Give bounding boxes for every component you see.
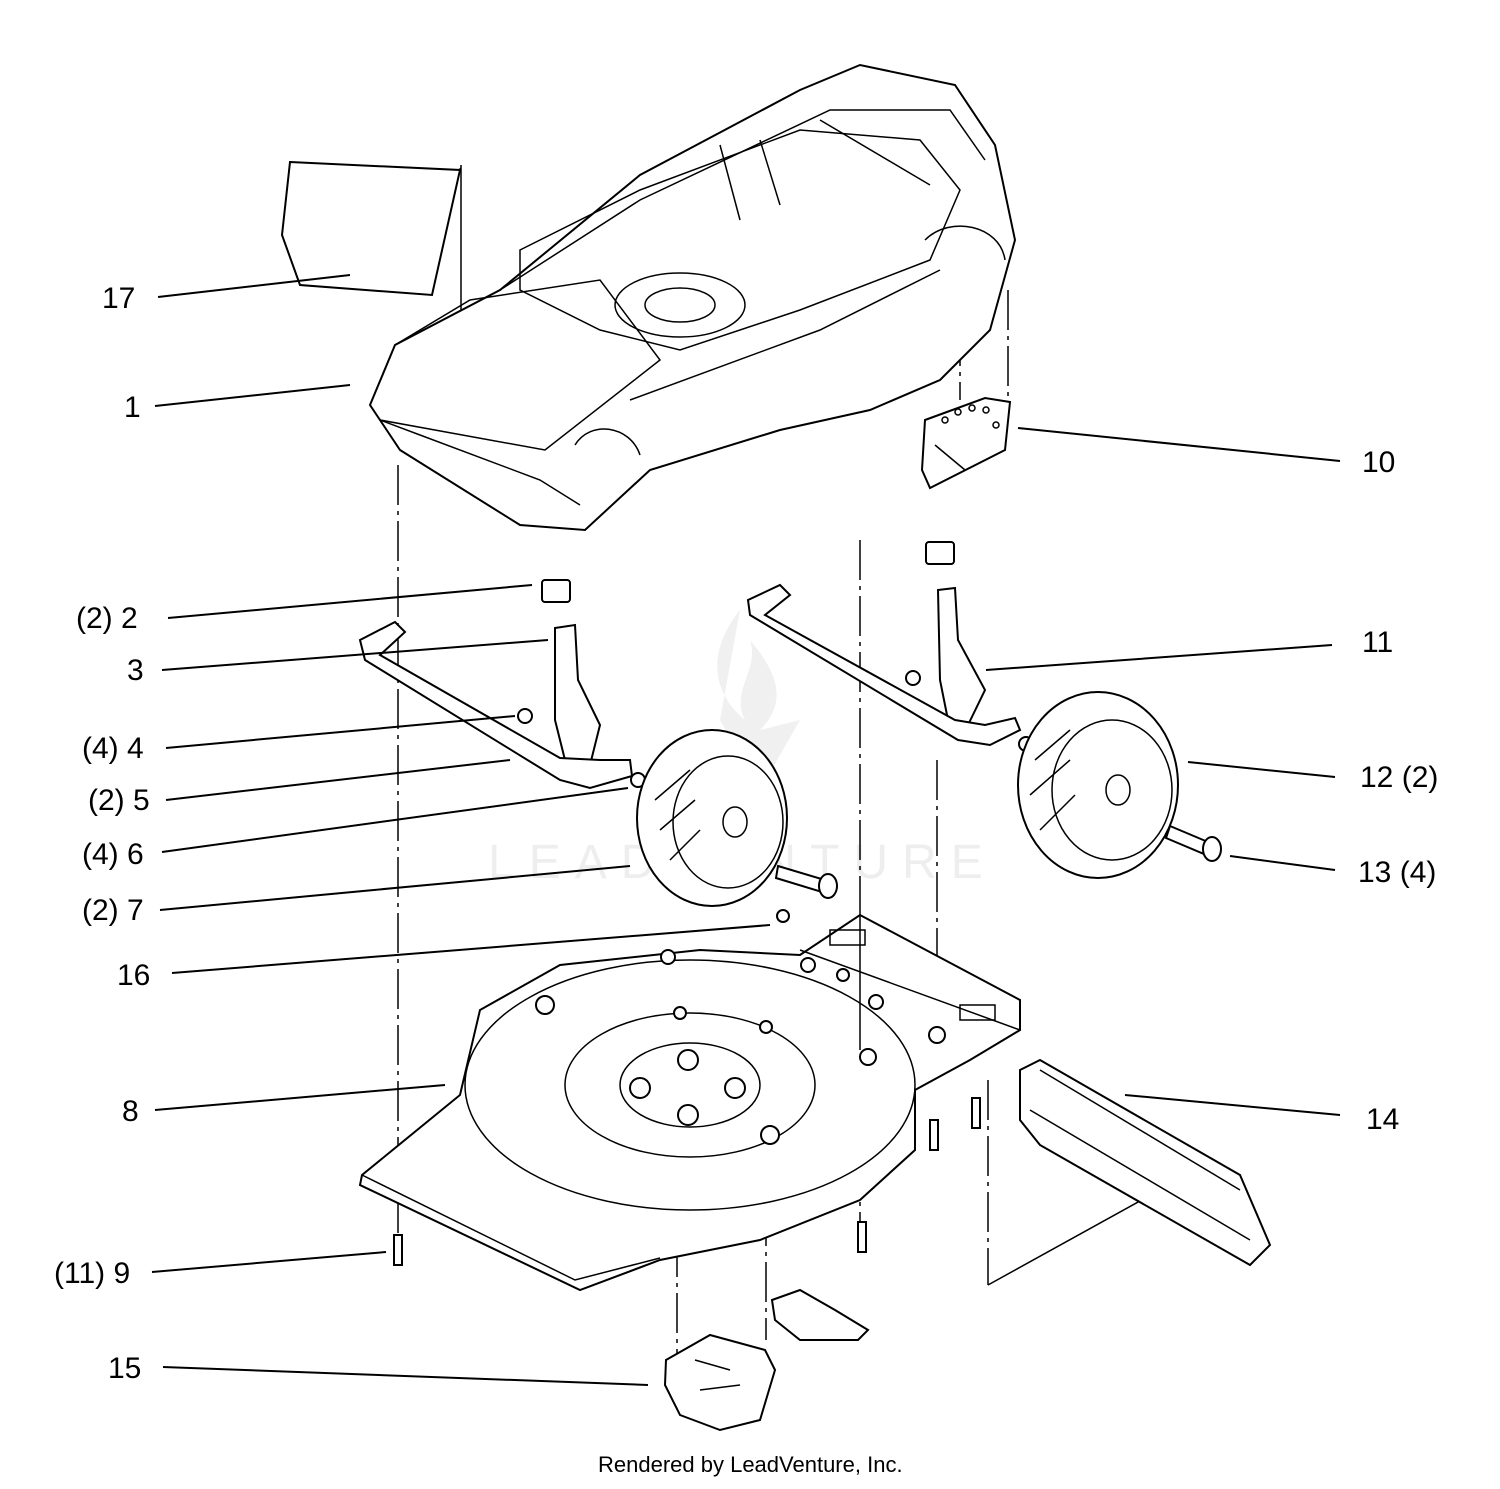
callout-7: (2) 7	[82, 894, 144, 927]
part-11-axle-rear	[746, 583, 1022, 747]
part-5-axle-front	[358, 620, 634, 790]
part-4-nut	[517, 670, 921, 724]
part-12-wheel-right	[1017, 691, 1179, 879]
part-7-wheel-bolt	[774, 864, 838, 899]
leader-lines	[151, 274, 1341, 1386]
part-8-deck	[358, 913, 1021, 1292]
callout-labels: 17 1 10 (2) 2 3 11 (4) 4 (2) 5 12 (2) (4…	[54, 282, 1438, 1385]
callout-9: (11) 9	[54, 1257, 130, 1290]
footer-credit: Rendered by LeadVenture, Inc.	[598, 1452, 903, 1477]
callout-6: (4) 6	[82, 838, 144, 871]
callout-13: 13 (4)	[1358, 856, 1436, 889]
part-13-wheel-bolt	[1164, 824, 1222, 862]
callout-16: 16	[117, 959, 150, 992]
part-15-mulch-plug	[663, 1288, 870, 1432]
part-14-rear-flap	[1019, 1058, 1272, 1267]
part-12-wheel-left	[636, 729, 788, 907]
callout-3: 3	[127, 654, 144, 687]
part-16-screw	[673, 909, 850, 1034]
part-2-adjuster-knob	[541, 541, 955, 603]
callout-1: 1	[124, 391, 141, 424]
callout-15: 15	[108, 1352, 141, 1385]
part-3-adjust-lever	[554, 586, 987, 767]
callout-12: 12 (2)	[1360, 761, 1438, 794]
callout-8: 8	[122, 1095, 139, 1128]
part-17-decal	[280, 160, 462, 297]
callout-10: 10	[1362, 446, 1395, 479]
callout-2: (2) 2	[76, 602, 138, 635]
callout-5: (2) 5	[88, 784, 150, 817]
callout-11: 11	[1362, 626, 1393, 659]
callout-17: 17	[102, 282, 135, 315]
callout-14: 14	[1366, 1103, 1399, 1136]
part-10-height-plate	[920, 396, 1012, 490]
part-1-housing	[368, 63, 1017, 532]
callout-4: (4) 4	[82, 732, 144, 765]
part-9-screw	[393, 1097, 981, 1266]
